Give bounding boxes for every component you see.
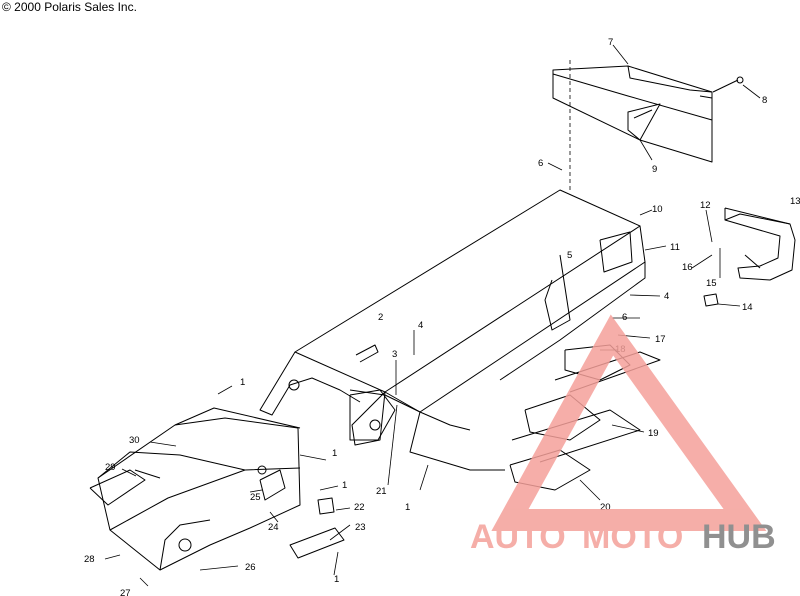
callout-label: 14 (742, 302, 753, 313)
callout-label: 1 (405, 502, 410, 513)
callout-label: 4 (664, 291, 669, 302)
callout-label: 8 (762, 95, 767, 106)
callout-label: 9 (652, 164, 657, 175)
callout-label: 21 (376, 486, 387, 497)
rod-part (712, 76, 744, 93)
callout-label: 28 (84, 554, 95, 565)
rear-flap-part (552, 65, 713, 163)
callout-label: 5 (567, 250, 572, 261)
callout-label: 24 (268, 522, 279, 533)
watermark-part1: AUTO (470, 518, 566, 556)
callout-label: 29 (105, 462, 116, 473)
tunnel-part (259, 189, 646, 471)
callout-label: 6 (622, 312, 627, 323)
watermark: AUTO MOTO HUB (470, 314, 776, 556)
rear-bumper-part (724, 207, 796, 281)
callout-label: 10 (652, 204, 663, 215)
callout-label: 1 (342, 480, 347, 491)
callout-label: 2 (378, 312, 383, 323)
callout-label: 6 (538, 158, 543, 169)
callout-label: 12 (700, 200, 711, 211)
front-cradle-part (89, 407, 301, 571)
callout-label: 25 (250, 492, 261, 503)
bracket-parts (289, 497, 345, 559)
callout-label: 16 (682, 262, 693, 273)
cap-part (703, 293, 719, 307)
callout-label: 22 (354, 502, 365, 513)
callout-label: 27 (120, 588, 131, 596)
callout-label: 23 (355, 522, 366, 533)
callout-label: 26 (245, 562, 256, 573)
callout-label: 7 (608, 37, 613, 48)
callout-label: 17 (655, 334, 666, 345)
callout-label: 4 (418, 320, 423, 331)
callout-label: 1 (334, 574, 339, 585)
copyright-notice: © 2000 Polaris Sales Inc. (2, 0, 137, 14)
watermark-part2: MOTO (582, 518, 683, 556)
callout-label: 3 (392, 349, 397, 360)
callout-label: 1 (332, 448, 337, 459)
callout-label: 20 (600, 502, 611, 513)
callout-label: 11 (670, 242, 680, 253)
watermark-part3: HUB (702, 518, 776, 556)
callout-label: 30 (129, 435, 140, 446)
callout-label: 1 (240, 377, 245, 388)
callout-label: 15 (706, 278, 717, 289)
callout-label: 19 (648, 428, 659, 439)
callout-label: 13 (790, 196, 800, 207)
